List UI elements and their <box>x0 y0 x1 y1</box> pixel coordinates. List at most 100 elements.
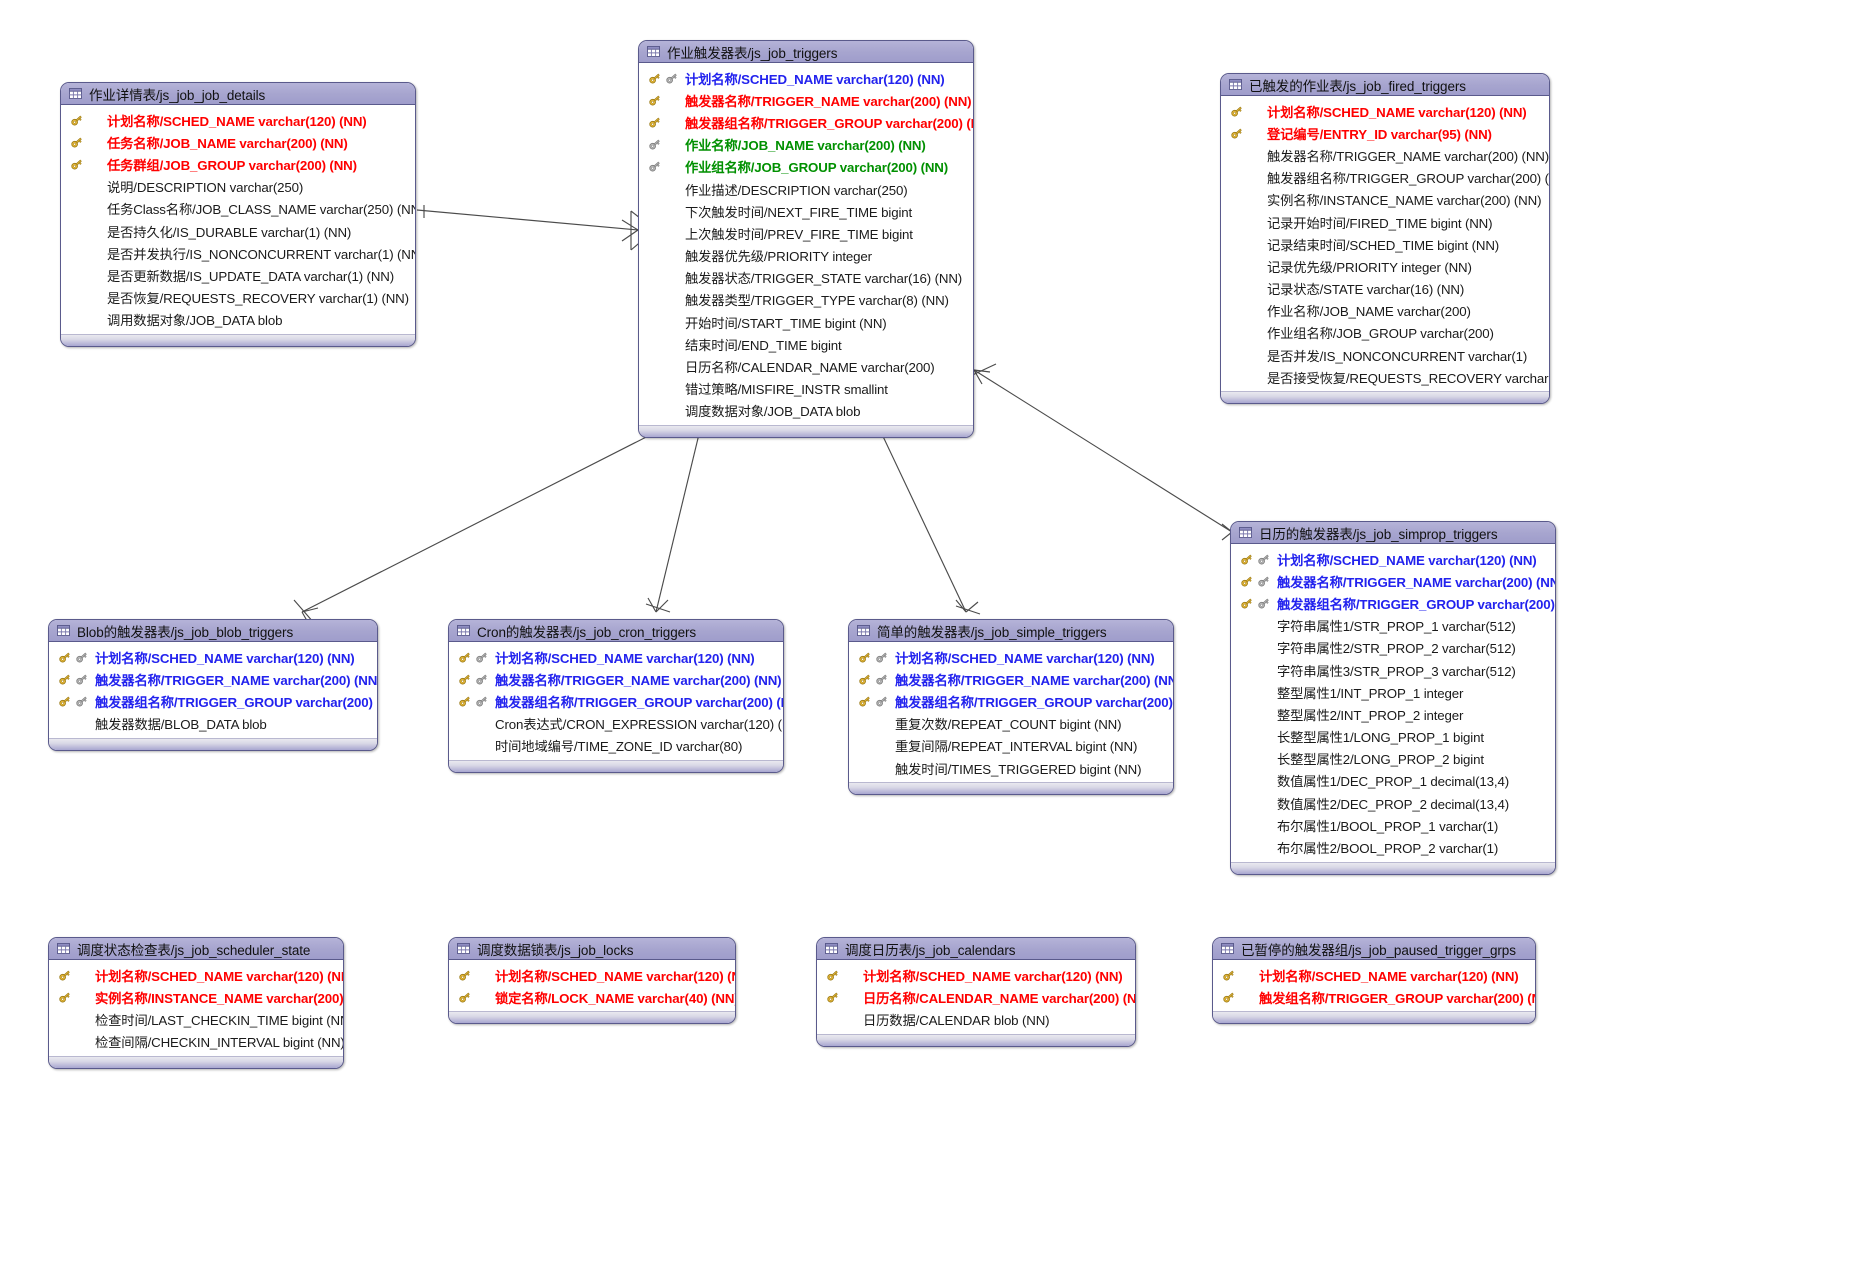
attribute-row[interactable]: 长整型属性2/LONG_PROP_2 bigint <box>1231 748 1555 770</box>
attribute-row[interactable]: 错过策略/MISFIRE_INSTR smallint <box>639 378 973 400</box>
attribute-row[interactable]: 日历数据/CALENDAR blob (NN) <box>817 1008 1135 1030</box>
attribute-row[interactable]: 记录结束时间/SCHED_TIME bigint (NN) <box>1221 233 1549 255</box>
attribute-row[interactable]: 计划名称/SCHED_NAME varchar(120) (NN) <box>817 964 1135 986</box>
entity-header-paused_trigger_grps[interactable]: 已暂停的触发器组/js_job_paused_trigger_grps <box>1213 938 1535 960</box>
attribute-row[interactable]: 触发器类型/TRIGGER_TYPE varchar(8) (NN) <box>639 289 973 311</box>
attribute-row[interactable]: 实例名称/INSTANCE_NAME varchar(200) (NN) <box>49 986 343 1008</box>
attribute-row[interactable]: 调度数据对象/JOB_DATA blob <box>639 400 973 422</box>
entity-scheduler_state[interactable]: 调度状态检查表/js_job_scheduler_state 计划名称/SCHED… <box>48 937 344 1069</box>
attribute-row[interactable]: 计划名称/SCHED_NAME varchar(120) (NN) <box>49 964 343 986</box>
attribute-row[interactable]: 是否持久化/IS_DURABLE varchar(1) (NN) <box>61 220 415 242</box>
attribute-row[interactable]: 说明/DESCRIPTION varchar(250) <box>61 176 415 198</box>
entity-header-locks[interactable]: 调度数据锁表/js_job_locks <box>449 938 735 960</box>
attribute-row[interactable]: 触发器组名称/TRIGGER_GROUP varchar(200) (NN) <box>849 690 1173 712</box>
attribute-row[interactable]: 是否接受恢复/REQUESTS_RECOVERY varchar(1) <box>1221 366 1549 388</box>
attribute-row[interactable]: 计划名称/SCHED_NAME varchar(120) (NN) <box>61 109 415 131</box>
attribute-row[interactable]: 触发器优先级/PRIORITY integer <box>639 245 973 267</box>
attribute-row[interactable]: 计划名称/SCHED_NAME varchar(120) (NN) <box>449 964 735 986</box>
attribute-row[interactable]: 触发时间/TIMES_TRIGGERED bigint (NN) <box>849 757 1173 779</box>
entity-header-fired_triggers[interactable]: 已触发的作业表/js_job_fired_triggers <box>1221 74 1549 96</box>
attribute-row[interactable]: 记录状态/STATE varchar(16) (NN) <box>1221 278 1549 300</box>
attribute-row[interactable]: 计划名称/SCHED_NAME varchar(120) (NN) <box>849 646 1173 668</box>
attribute-row[interactable]: 触发器数据/BLOB_DATA blob <box>49 713 377 735</box>
attribute-row[interactable]: 触发器名称/TRIGGER_NAME varchar(200) (NN) <box>1231 570 1555 592</box>
attribute-row[interactable]: 计划名称/SCHED_NAME varchar(120) (NN) <box>1221 100 1549 122</box>
attribute-row[interactable]: 计划名称/SCHED_NAME varchar(120) (NN) <box>1231 548 1555 570</box>
entity-triggers[interactable]: 作业触发器表/js_job_triggers 计划名称/SCHED_NAME va… <box>638 40 974 438</box>
attribute-row[interactable]: 检查间隔/CHECKIN_INTERVAL bigint (NN) <box>49 1031 343 1053</box>
attribute-row[interactable]: 数值属性2/DEC_PROP_2 decimal(13,4) <box>1231 792 1555 814</box>
attribute-row[interactable]: 实例名称/INSTANCE_NAME varchar(200) (NN) <box>1221 189 1549 211</box>
attribute-row[interactable]: 触发器组名称/TRIGGER_GROUP varchar(200) (NN) <box>449 690 783 712</box>
entity-calendars[interactable]: 调度日历表/js_job_calendars 计划名称/SCHED_NAME va… <box>816 937 1136 1047</box>
entity-simple_triggers[interactable]: 简单的触发器表/js_job_simple_triggers 计划名称/SCHED… <box>848 619 1174 796</box>
attribute-row[interactable]: 作业组名称/JOB_GROUP varchar(200) (NN) <box>639 156 973 178</box>
attribute-row[interactable]: 日历名称/CALENDAR_NAME varchar(200) (NN) <box>817 986 1135 1008</box>
attribute-row[interactable]: 作业组名称/JOB_GROUP varchar(200) <box>1221 322 1549 344</box>
attribute-row[interactable]: 是否更新数据/IS_UPDATE_DATA varchar(1) (NN) <box>61 264 415 286</box>
entity-cron_triggers[interactable]: Cron的触发器表/js_job_cron_triggers 计划名称/SCHED… <box>448 619 784 773</box>
attribute-row[interactable]: 任务群组/JOB_GROUP varchar(200) (NN) <box>61 153 415 175</box>
attribute-row[interactable]: Cron表达式/CRON_EXPRESSION varchar(120) (NN… <box>449 713 783 735</box>
attribute-row[interactable]: 触发器名称/TRIGGER_NAME varchar(200) (NN) <box>449 668 783 690</box>
attribute-row[interactable]: 计划名称/SCHED_NAME varchar(120) (NN) <box>449 646 783 668</box>
attribute-row[interactable]: 记录开始时间/FIRED_TIME bigint (NN) <box>1221 211 1549 233</box>
attribute-row[interactable]: 调用数据对象/JOB_DATA blob <box>61 309 415 331</box>
entity-header-simprop_triggers[interactable]: 日历的触发器表/js_job_simprop_triggers <box>1231 522 1555 544</box>
attribute-row[interactable]: 重复次数/REPEAT_COUNT bigint (NN) <box>849 713 1173 735</box>
attribute-row[interactable]: 日历名称/CALENDAR_NAME varchar(200) <box>639 355 973 377</box>
attribute-row[interactable]: 是否并发/IS_NONCONCURRENT varchar(1) <box>1221 344 1549 366</box>
entity-header-job_details[interactable]: 作业详情表/js_job_job_details <box>61 83 415 105</box>
entity-fired_triggers[interactable]: 已触发的作业表/js_job_fired_triggers 计划名称/SCHED_… <box>1220 73 1550 405</box>
attribute-row[interactable]: 触发器名称/TRIGGER_NAME varchar(200) (NN) <box>639 89 973 111</box>
attribute-row[interactable]: 触发器状态/TRIGGER_STATE varchar(16) (NN) <box>639 267 973 289</box>
attribute-row[interactable]: 重复间隔/REPEAT_INTERVAL bigint (NN) <box>849 735 1173 757</box>
attribute-row[interactable]: 触发组名称/TRIGGER_GROUP varchar(200) (NN) <box>1213 986 1535 1008</box>
attribute-row[interactable]: 作业名称/JOB_NAME varchar(200) (NN) <box>639 134 973 156</box>
attribute-row[interactable]: 计划名称/SCHED_NAME varchar(120) (NN) <box>1213 964 1535 986</box>
entity-header-triggers[interactable]: 作业触发器表/js_job_triggers <box>639 41 973 63</box>
entity-locks[interactable]: 调度数据锁表/js_job_locks 计划名称/SCHED_NAME varch… <box>448 937 736 1025</box>
attribute-row[interactable]: 登记编号/ENTRY_ID varchar(95) (NN) <box>1221 122 1549 144</box>
attribute-row[interactable]: 布尔属性1/BOOL_PROP_1 varchar(1) <box>1231 814 1555 836</box>
entity-header-blob_triggers[interactable]: Blob的触发器表/js_job_blob_triggers <box>49 620 377 642</box>
attribute-row[interactable]: 锁定名称/LOCK_NAME varchar(40) (NN) <box>449 986 735 1008</box>
attribute-row[interactable]: 字符串属性3/STR_PROP_3 varchar(512) <box>1231 659 1555 681</box>
attribute-row[interactable]: 整型属性1/INT_PROP_1 integer <box>1231 681 1555 703</box>
attribute-row[interactable]: 数值属性1/DEC_PROP_1 decimal(13,4) <box>1231 770 1555 792</box>
attribute-row[interactable]: 布尔属性2/BOOL_PROP_2 varchar(1) <box>1231 836 1555 858</box>
entity-header-simple_triggers[interactable]: 简单的触发器表/js_job_simple_triggers <box>849 620 1173 642</box>
entity-header-calendars[interactable]: 调度日历表/js_job_calendars <box>817 938 1135 960</box>
attribute-row[interactable]: 开始时间/START_TIME bigint (NN) <box>639 311 973 333</box>
attribute-row[interactable]: 任务名称/JOB_NAME varchar(200) (NN) <box>61 131 415 153</box>
attribute-row[interactable]: 触发器名称/TRIGGER_NAME varchar(200) (NN) <box>49 668 377 690</box>
attribute-row[interactable]: 触发器组名称/TRIGGER_GROUP varchar(200) (NN) <box>1221 167 1549 189</box>
attribute-row[interactable]: 作业名称/JOB_NAME varchar(200) <box>1221 300 1549 322</box>
attribute-row[interactable]: 记录优先级/PRIORITY integer (NN) <box>1221 255 1549 277</box>
attribute-row[interactable]: 字符串属性1/STR_PROP_1 varchar(512) <box>1231 615 1555 637</box>
attribute-row[interactable]: 检查时间/LAST_CHECKIN_TIME bigint (NN) <box>49 1008 343 1030</box>
attribute-row[interactable]: 任务Class名称/JOB_CLASS_NAME varchar(250) (N… <box>61 198 415 220</box>
entity-simprop_triggers[interactable]: 日历的触发器表/js_job_simprop_triggers 计划名称/SCHE… <box>1230 521 1556 875</box>
attribute-row[interactable]: 作业描述/DESCRIPTION varchar(250) <box>639 178 973 200</box>
entity-paused_trigger_grps[interactable]: 已暂停的触发器组/js_job_paused_trigger_grps 计划名称/… <box>1212 937 1536 1025</box>
attribute-row[interactable]: 触发器组名称/TRIGGER_GROUP varchar(200) (NN) <box>639 111 973 133</box>
attribute-row[interactable]: 长整型属性1/LONG_PROP_1 bigint <box>1231 726 1555 748</box>
attribute-row[interactable]: 触发器组名称/TRIGGER_GROUP varchar(200) (NN) <box>49 690 377 712</box>
attribute-row[interactable]: 上次触发时间/PREV_FIRE_TIME bigint <box>639 222 973 244</box>
attribute-row[interactable]: 是否并发执行/IS_NONCONCURRENT varchar(1) (NN) <box>61 242 415 264</box>
entity-header-scheduler_state[interactable]: 调度状态检查表/js_job_scheduler_state <box>49 938 343 960</box>
entity-header-cron_triggers[interactable]: Cron的触发器表/js_job_cron_triggers <box>449 620 783 642</box>
attribute-row[interactable]: 触发器名称/TRIGGER_NAME varchar(200) (NN) <box>849 668 1173 690</box>
entity-blob_triggers[interactable]: Blob的触发器表/js_job_blob_triggers 计划名称/SCHED… <box>48 619 378 751</box>
attribute-row[interactable]: 整型属性2/INT_PROP_2 integer <box>1231 703 1555 725</box>
attribute-row[interactable]: 触发器组名称/TRIGGER_GROUP varchar(200) (NN) <box>1231 592 1555 614</box>
entity-job_details[interactable]: 作业详情表/js_job_job_details 计划名称/SCHED_NAME … <box>60 82 416 347</box>
attribute-row[interactable]: 是否恢复/REQUESTS_RECOVERY varchar(1) (NN) <box>61 287 415 309</box>
attribute-row[interactable]: 计划名称/SCHED_NAME varchar(120) (NN) <box>639 67 973 89</box>
attribute-row[interactable]: 字符串属性2/STR_PROP_2 varchar(512) <box>1231 637 1555 659</box>
attribute-row[interactable]: 计划名称/SCHED_NAME varchar(120) (NN) <box>49 646 377 668</box>
attribute-row[interactable]: 触发器名称/TRIGGER_NAME varchar(200) (NN) <box>1221 144 1549 166</box>
attribute-row[interactable]: 下次触发时间/NEXT_FIRE_TIME bigint <box>639 200 973 222</box>
attribute-row[interactable]: 结束时间/END_TIME bigint <box>639 333 973 355</box>
